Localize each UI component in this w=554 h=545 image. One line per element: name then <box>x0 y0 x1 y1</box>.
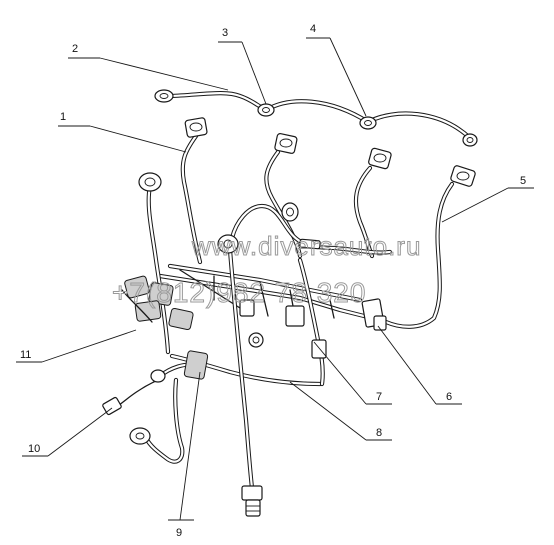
pipe-1 <box>180 117 208 265</box>
callout-9: 9 <box>176 527 182 539</box>
watermark-site: www.diversauto.ru <box>191 231 421 261</box>
callout-11: 11 <box>20 349 31 361</box>
callout-1: 1 <box>60 111 66 123</box>
callout-7: 7 <box>376 391 382 403</box>
pipe-9 <box>217 234 263 517</box>
pipe-2 <box>154 89 269 113</box>
callout-5: 5 <box>520 175 526 187</box>
leader-lines <box>16 37 534 521</box>
pipe-assembly-drawing <box>102 89 478 517</box>
callout-8: 8 <box>376 427 382 439</box>
callout-10: 10 <box>28 443 40 455</box>
callout-4: 4 <box>310 23 316 35</box>
callout-2: 2 <box>72 43 78 55</box>
callout-labels: 1 2 3 4 5 6 7 8 9 10 11 <box>20 23 526 539</box>
pipe-top-rail <box>257 99 478 147</box>
pipe-cross-middle <box>229 202 393 255</box>
watermark-phone: +7(812)982 78 320 <box>112 277 366 308</box>
callout-6: 6 <box>446 391 452 403</box>
left-fitting-cluster <box>121 172 194 355</box>
pipe-7 <box>297 257 327 387</box>
lower-manifold <box>157 263 387 348</box>
callout-3: 3 <box>222 27 228 39</box>
pipe-10 <box>102 350 209 464</box>
watermark: www.diversauto.ru +7(812)982 78 320 <box>112 231 421 309</box>
pipe-4 <box>353 147 392 259</box>
pipe-5 <box>383 165 476 329</box>
